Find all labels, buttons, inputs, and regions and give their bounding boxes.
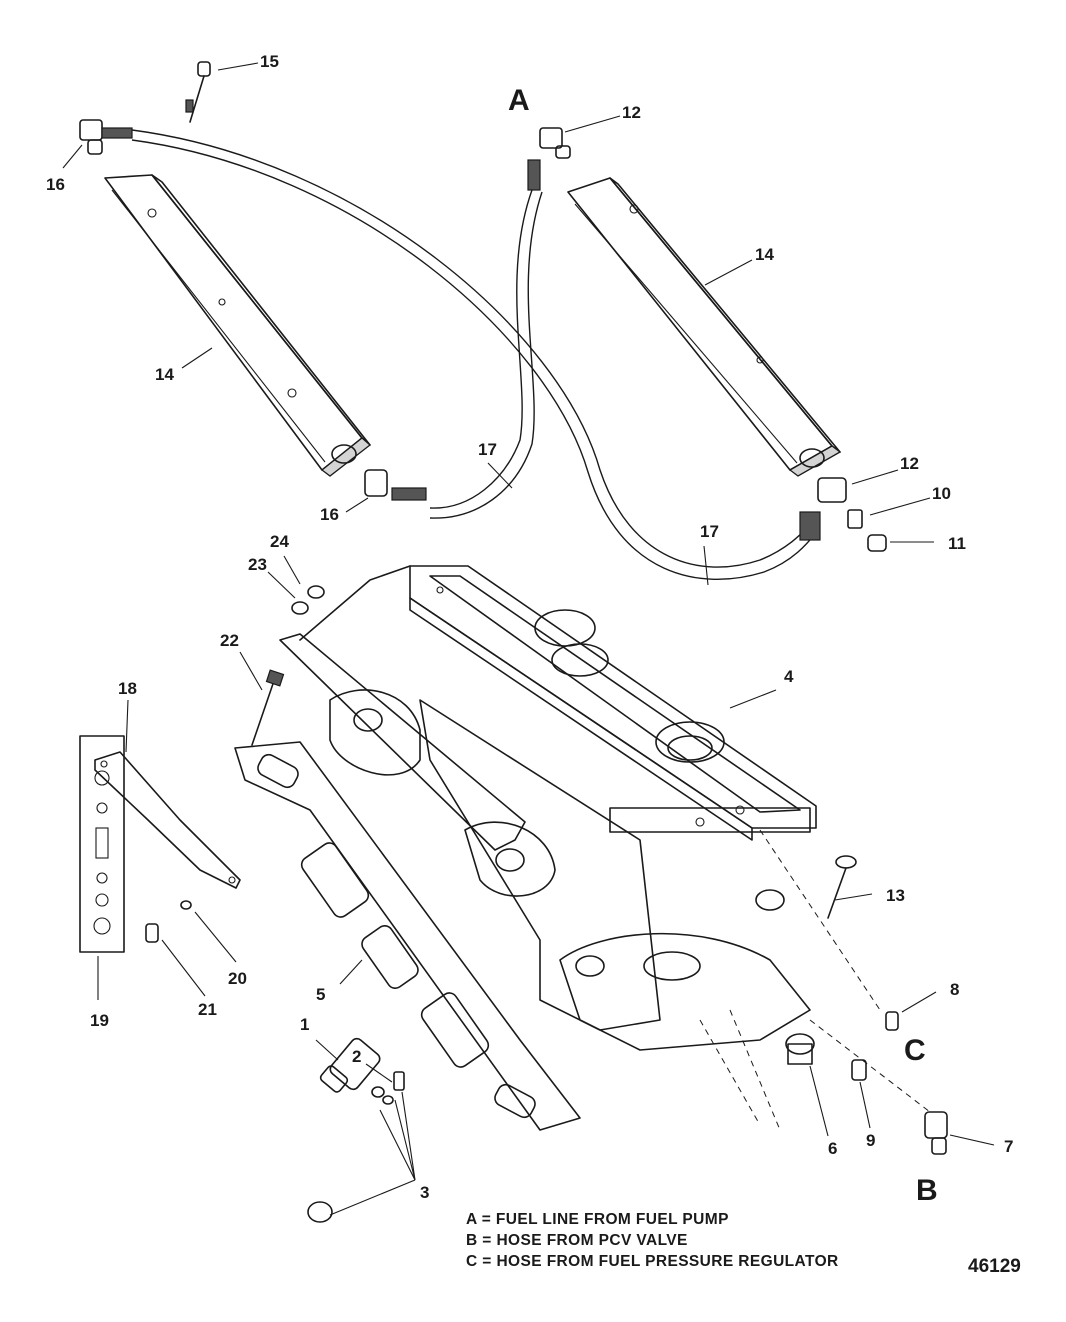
nut-24 [307, 585, 325, 599]
callout-1: 1 [300, 1015, 309, 1034]
fitting-10 [847, 509, 863, 529]
callout-7: 7 [1004, 1137, 1013, 1156]
bolt-13 [827, 855, 857, 919]
callout-21: 21 [198, 1000, 217, 1019]
cap-11 [867, 534, 887, 552]
legend-a: A = FUEL LINE FROM FUEL PUMP [466, 1211, 729, 1228]
callout-16-lower: 16 [320, 505, 339, 524]
callout-5: 5 [316, 985, 325, 1004]
washer-20 [180, 900, 192, 910]
letter-c: C [904, 1034, 926, 1067]
leader-lines [62, 62, 995, 1216]
callout-16-top: 16 [46, 175, 65, 194]
callout-10: 10 [932, 484, 951, 503]
callout-6: 6 [828, 1139, 837, 1158]
figure-number: 46129 [968, 1256, 1021, 1277]
bracket-18 [94, 751, 241, 889]
hardware-kit-19 [79, 735, 125, 953]
letter-b: B [916, 1174, 938, 1207]
callout-22: 22 [220, 631, 239, 650]
connection-letters: A C B [508, 84, 938, 1207]
callout-12-top: 12 [622, 103, 641, 122]
callout-15: 15 [260, 52, 279, 71]
callout-17-lower: 17 [700, 522, 719, 541]
callout-8: 8 [950, 980, 959, 999]
callout-labels: 15 16 12 14 14 16 17 17 12 10 11 24 23 2… [46, 52, 1013, 1202]
callout-24: 24 [270, 532, 289, 551]
fuel-rail-right [567, 177, 842, 477]
letter-a: A [508, 84, 530, 117]
o-rings-3 [371, 1086, 394, 1105]
stud-8 [885, 1011, 899, 1031]
bolt-22 [251, 669, 285, 746]
fuel-injector [319, 1037, 381, 1093]
washer-23 [291, 601, 309, 615]
callout-17-upper: 17 [478, 440, 497, 459]
plug-6 [785, 1033, 815, 1065]
callout-14-right: 14 [755, 245, 774, 264]
schrader-valve [185, 61, 211, 123]
callout-11: 11 [948, 534, 966, 553]
callout-13: 13 [886, 886, 905, 905]
fitting-16-lower [364, 469, 427, 501]
legend-c: C = HOSE FROM FUEL PRESSURE REGULATOR [466, 1253, 839, 1270]
callout-23: 23 [248, 555, 267, 574]
hose-17-short [429, 189, 533, 509]
o-ring-lower [307, 1201, 333, 1223]
callout-3: 3 [420, 1183, 429, 1202]
callout-4: 4 [784, 667, 794, 686]
callout-18: 18 [118, 679, 137, 698]
legend-b: B = HOSE FROM PCV VALVE [466, 1232, 688, 1249]
fitting-9 [851, 1059, 867, 1081]
legend: A = FUEL LINE FROM FUEL PUMP B = HOSE FR… [466, 1211, 839, 1270]
callout-2: 2 [352, 1047, 361, 1066]
manifold-gasket [234, 741, 581, 1131]
injector-clip-2 [393, 1071, 405, 1091]
callout-14-left: 14 [155, 365, 174, 384]
intake-manifold [279, 565, 817, 1051]
callout-20: 20 [228, 969, 247, 988]
elbow-7 [924, 1111, 948, 1155]
screw-21 [145, 923, 159, 943]
fitting-12-top [527, 127, 571, 191]
fitting-12-lower [799, 477, 847, 541]
callout-19: 19 [90, 1011, 109, 1030]
fitting-16-top [79, 119, 133, 155]
fuel-rail-left [104, 174, 372, 477]
callout-9: 9 [866, 1131, 875, 1150]
hose-17-long [131, 129, 816, 568]
callout-12-lower: 12 [900, 454, 919, 473]
